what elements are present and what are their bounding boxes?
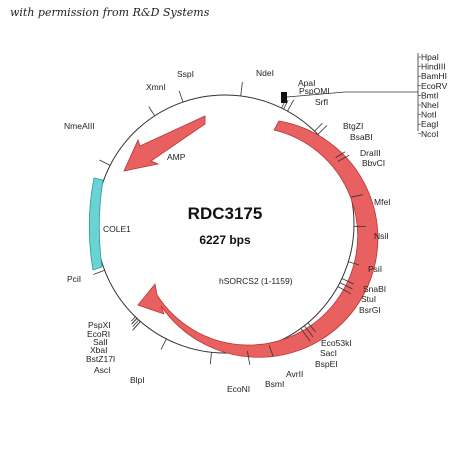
plasmid-size: 6227 bps: [199, 233, 251, 247]
site-tick-stui: [339, 282, 353, 290]
site-label-srfi: SrfI: [315, 97, 328, 107]
site-tick-blpi: [160, 338, 167, 350]
site-tick-snabi: [341, 278, 354, 285]
site-label-ndei: NdeI: [256, 68, 274, 78]
site-tick-bstz17i: [133, 321, 141, 330]
site-label-pspxi: PspXI: [88, 320, 111, 330]
site-label-pspomi: PspOMI: [299, 86, 330, 96]
site-tick-xbai: [132, 319, 139, 327]
plasmid-name: RDC3175: [188, 204, 263, 223]
site-label-avrii: AvrII: [286, 369, 303, 379]
site-tick-pcii: [93, 269, 105, 275]
site-label-snabi: SnaBI: [363, 284, 386, 294]
site-tick-psii: [348, 261, 360, 266]
mcs-label-eagi: EagI: [421, 119, 439, 129]
site-tick-saci: [304, 325, 314, 337]
site-label-bspei: BspEI: [315, 359, 338, 369]
permission-credit: with permission from R&D Systems: [10, 6, 210, 19]
site-label-nmeaiii: NmeAIII: [64, 121, 95, 131]
site-label-bsabi: BsaBI: [350, 132, 373, 142]
mcs-label-noti: NotI: [421, 110, 437, 120]
site-label-econi: EcoNI: [227, 384, 250, 394]
site-label-apai: ApaI: [298, 78, 316, 88]
feature-cole1-segment: [88, 177, 104, 271]
site-label-blpi: BlpI: [130, 375, 145, 385]
site-tick-eco53ki: [307, 322, 316, 333]
site-label-stui: StuI: [361, 294, 376, 304]
mcs-label-ecorv: EcoRV: [421, 81, 448, 91]
site-label-bbvci: BbvCI: [362, 158, 385, 168]
mcs-marker: [281, 92, 287, 103]
site-tick-bsmi: [247, 350, 251, 365]
site-label-psii: PsiI: [368, 264, 382, 274]
site-tick-bsabi: [317, 125, 328, 135]
mcs-label-hpai: HpaI: [421, 52, 439, 62]
site-label-mfei: MfeI: [374, 197, 391, 207]
restriction-site-ticks: [93, 82, 367, 365]
site-tick-pspomi: [283, 100, 289, 110]
mcs-label-ncoi: NcoI: [421, 129, 438, 139]
site-label-sspi: SspI: [177, 69, 194, 79]
feature-label-amp: AMP: [167, 152, 186, 162]
site-tick-btgzi: [314, 123, 323, 132]
mcs-label-nhei: NheI: [421, 100, 439, 110]
site-label-pcii: PciI: [67, 274, 81, 284]
site-tick-nmeaiii: [99, 159, 111, 166]
feature-hsorcs2-arrow: [137, 120, 379, 358]
mcs-label-bmti: BmtI: [421, 90, 438, 100]
mcs-site-labels: HpaIHindIIIBamHIEcoRVBmtINheINotIEagINco…: [418, 52, 448, 139]
feature-amp-arrow: [123, 115, 206, 172]
site-label-sali: SalI: [93, 337, 108, 347]
site-tick-sspi: [178, 90, 184, 103]
site-label-saci: SacI: [320, 348, 337, 358]
feature-label-cole1: COLE1: [103, 224, 131, 234]
site-label-btgzi: BtgZI: [343, 121, 363, 131]
mcs-bracket: [281, 53, 419, 131]
site-label-bsrgi: BsrGI: [359, 305, 381, 315]
site-tick-avrii: [268, 345, 274, 357]
mcs-label-hindiii: HindIII: [421, 62, 446, 72]
site-label-xbai: XbaI: [90, 345, 108, 355]
site-label-bstz17i: BstZ17I: [86, 354, 115, 364]
site-tick-econi: [209, 352, 212, 365]
site-label-ecori: EcoRI: [87, 329, 110, 339]
site-label-draiii: DraIII: [360, 148, 381, 158]
site-label-asci: AscI: [94, 365, 111, 375]
site-tick-bspei: [300, 328, 311, 342]
site-tick-mfei: [351, 194, 363, 198]
site-tick-xmni: [148, 106, 156, 117]
site-label-eco53ki: Eco53kI: [321, 338, 352, 348]
mcs-label-bamhi: BamHI: [421, 71, 447, 81]
site-tick-ecori: [131, 318, 138, 324]
site-tick-srfi: [287, 99, 295, 112]
site-label-nsii: NsiI: [374, 231, 389, 241]
site-tick-ndei: [240, 82, 243, 97]
site-tick-bsrgi: [337, 286, 352, 295]
feature-label-hsorcs2: hSORCS2 (1-1159): [219, 276, 293, 286]
site-label-bsmi: BsmI: [265, 379, 284, 389]
site-label-xmni: XmnI: [146, 82, 166, 92]
site-tick-bbvci: [337, 154, 350, 162]
site-tick-draiii: [335, 151, 346, 158]
site-tick-pspxi: [130, 316, 136, 322]
